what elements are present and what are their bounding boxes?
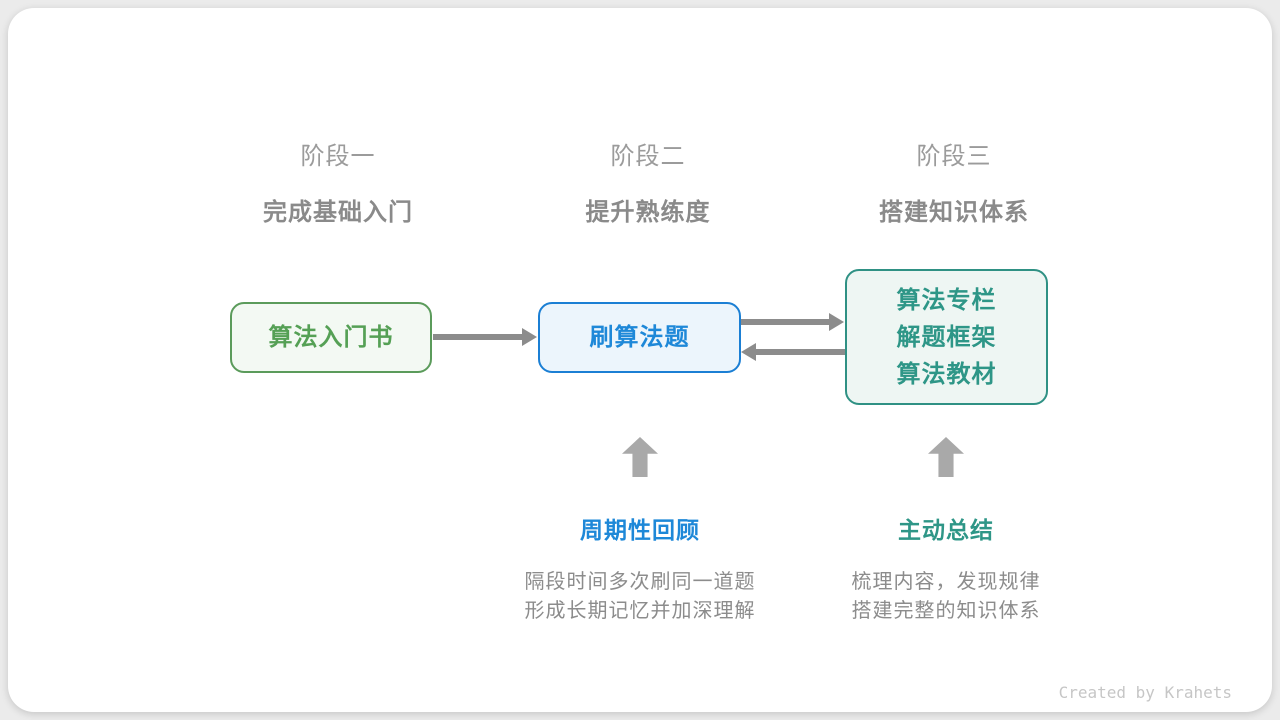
arrow-practice-to-advanced: [741, 313, 844, 331]
arrow-right-head-icon: [522, 328, 537, 346]
annotation-summarize-desc-line-2: 搭建完整的知识体系: [851, 600, 1041, 622]
arrow-shaft: [741, 319, 831, 325]
stage-1-label: 阶段一: [300, 143, 376, 170]
annotation-summarize-description: 梳理内容，发现规律 搭建完整的知识体系: [776, 568, 1116, 626]
arrow-book-to-practice: [433, 328, 537, 346]
stage-header-2: 阶段二 提升熟练度: [488, 136, 808, 227]
annotation-review-title: 周期性回顾: [580, 517, 700, 543]
stage-3-label: 阶段三: [916, 143, 992, 170]
node-advanced-line-3: 算法教材: [896, 360, 997, 388]
annotation-review-description: 隔段时间多次刷同一道题 形成长期记忆并加深理解: [470, 568, 810, 626]
arrow-advanced-to-practice: [741, 343, 845, 361]
stage-3-title: 搭建知识体系: [879, 199, 1029, 226]
arrow-shaft: [433, 334, 524, 340]
up-arrow-summarize-icon: [928, 437, 964, 477]
stage-1-title: 完成基础入门: [263, 199, 413, 226]
diagram-card: 阶段一 完成基础入门 阶段二 提升熟练度 阶段三 搭建知识体系 算法入门书 刷算…: [8, 8, 1272, 712]
annotation-summarize-desc-line-1: 梳理内容，发现规律: [851, 571, 1041, 593]
node-practice: 刷算法题: [538, 302, 741, 373]
arrow-left-head-icon: [741, 343, 756, 361]
arrow-right-head-icon: [829, 313, 844, 331]
annotation-summarize-title: 主动总结: [898, 517, 994, 543]
credit-text: Created by Krahets: [1058, 683, 1232, 702]
annotation-review: 周期性回顾 隔段时间多次刷同一道题 形成长期记忆并加深理解: [470, 511, 810, 626]
stage-header-3: 阶段三 搭建知识体系: [794, 136, 1114, 227]
up-arrow-review-icon: [622, 437, 658, 477]
stage-2-label: 阶段二: [610, 143, 686, 170]
node-practice-label: 刷算法题: [589, 324, 690, 351]
node-intro-book: 算法入门书: [230, 302, 432, 373]
node-advanced-line-2: 解题框架: [896, 323, 997, 351]
arrow-shaft: [754, 349, 845, 355]
stage-header-1: 阶段一 完成基础入门: [178, 136, 498, 227]
node-intro-book-label: 算法入门书: [268, 324, 394, 351]
node-advanced-line-1: 算法专栏: [896, 286, 997, 314]
annotation-summarize: 主动总结 梳理内容，发现规律 搭建完整的知识体系: [776, 511, 1116, 626]
node-advanced-resources: 算法专栏 解题框架 算法教材: [845, 269, 1048, 405]
annotation-review-desc-line-1: 隔段时间多次刷同一道题: [524, 571, 756, 593]
annotation-review-desc-line-2: 形成长期记忆并加深理解: [524, 600, 756, 622]
stage-2-title: 提升熟练度: [585, 199, 711, 226]
